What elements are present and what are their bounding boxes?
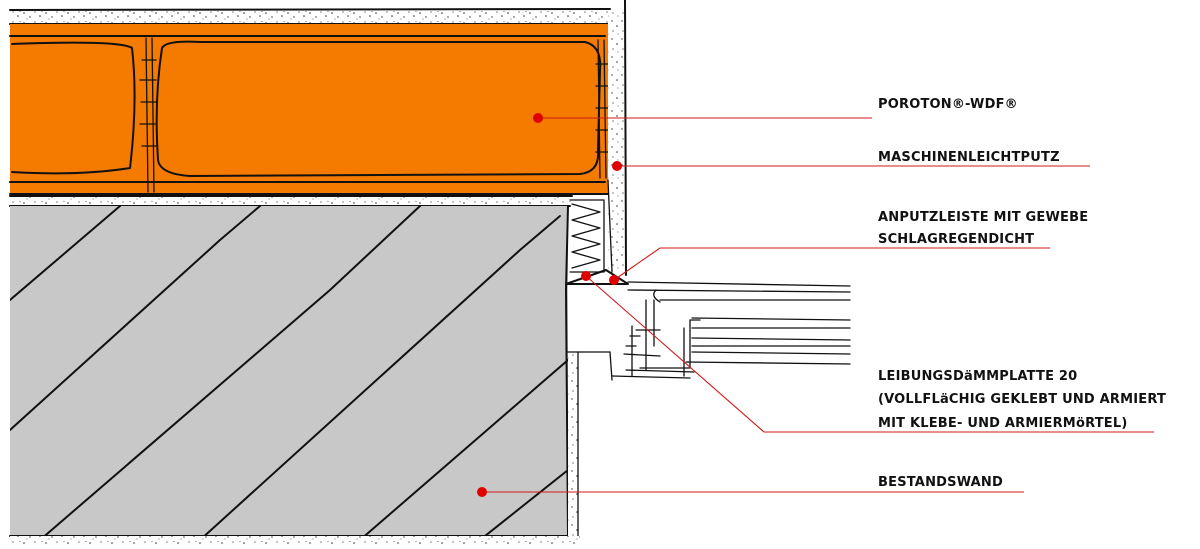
marker-poroton [533, 113, 543, 123]
label-leibung-line3: MIT KLEBE- UND ARMIERMöRTEL) [878, 416, 1127, 431]
marker-bestandswand [477, 487, 487, 497]
leader-leibung [581, 271, 1154, 433]
label-leibung-line2: (VOLLFLäCHIG GEKLEBT UND ARMIERT [878, 392, 1166, 407]
leader-maschinenleichtputz [612, 161, 1090, 171]
label-maschinenleichtputz: MASCHINENLEICHTPUTZ [878, 150, 1060, 165]
top-plaster-strip [9, 8, 611, 25]
existing-wall [9, 205, 611, 545]
label-poroton: POROTON®-WDF® [878, 97, 1018, 112]
right-plaster-strip [607, 0, 627, 276]
leader-bestandswand [477, 487, 1024, 497]
leader-anputzleiste [609, 247, 1050, 285]
marker-anputzleiste [609, 275, 619, 285]
leader-poroton [533, 113, 872, 123]
label-leibung-line1: LEIBUNGSDäMMPLATTE 20 [878, 369, 1077, 384]
poroton-brick-layer [9, 24, 609, 195]
middle-plaster-strip [9, 195, 573, 207]
label-bestandswand: BESTANDSWAND [878, 475, 1003, 490]
window-frame [609, 281, 851, 381]
label-anputzleiste-line2: SCHLAGREGENDICHT [878, 232, 1034, 247]
marker-leibung [581, 271, 591, 281]
label-anputzleiste-line1: ANPUTZLEISTE MIT GEWEBE [878, 210, 1088, 225]
marker-maschinenleichtputz [612, 161, 622, 171]
